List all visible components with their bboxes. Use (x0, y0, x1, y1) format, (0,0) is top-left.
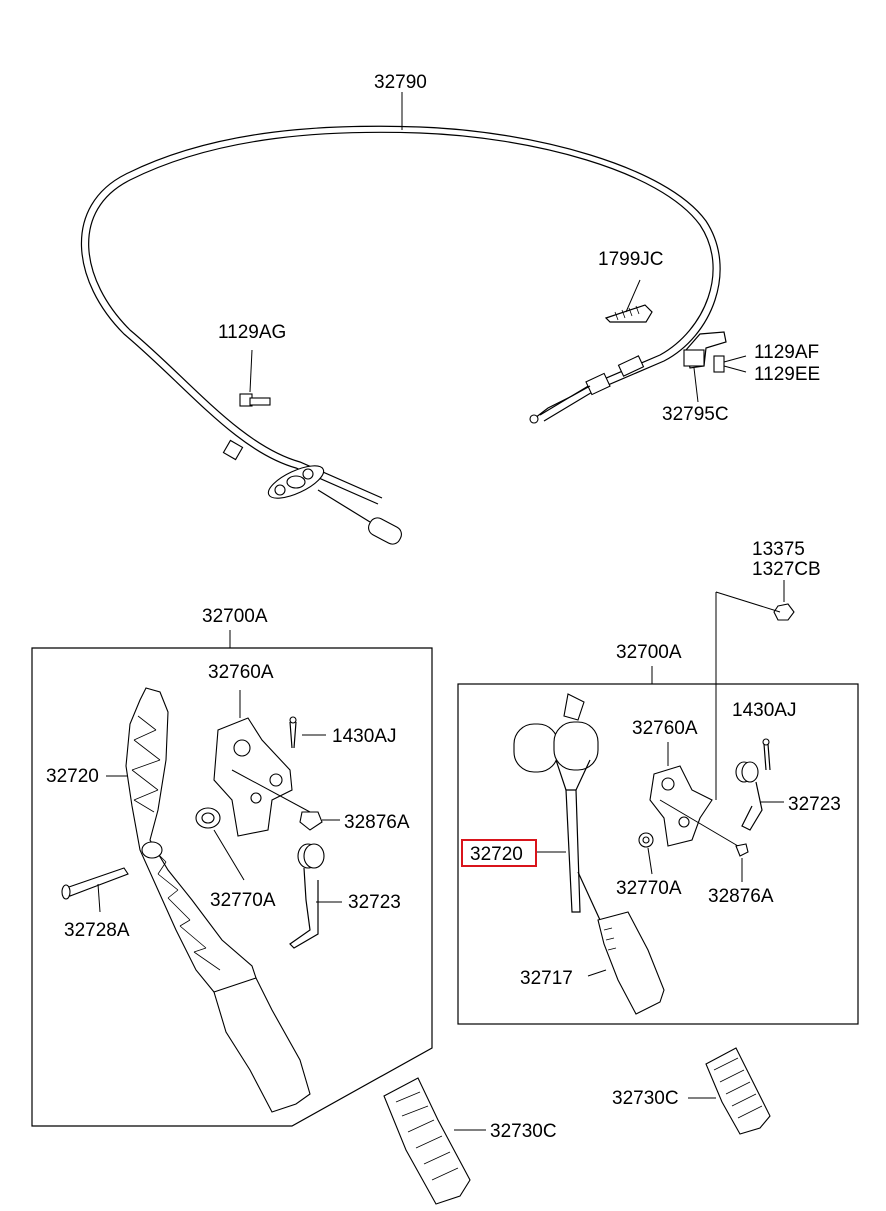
label-stopper-left: 32876A (344, 812, 410, 833)
label-cover-right: 32730C (612, 1088, 679, 1109)
label-bushing-left: 32770A (210, 890, 276, 911)
label-bushing-right: 32770A (616, 878, 682, 899)
label-pin-left: 1430AJ (332, 726, 396, 747)
label-bracket-clip: 1799JC (598, 249, 664, 270)
label-shaft-left: 32728A (64, 920, 130, 941)
bolt-left (239, 349, 271, 407)
accelerator-cable (80, 125, 721, 545)
nut (715, 591, 795, 800)
label-cable-bracket: 32795C (662, 404, 729, 425)
right-pedal-arm (513, 693, 601, 921)
label-pad-right: 32717 (520, 968, 573, 989)
part-labels: 32790 1799JC 1129AG 1129AF 1129EE 32795C… (46, 72, 841, 1142)
bushing-left (195, 807, 245, 881)
label-pedal-assy-right: 32700A (616, 642, 682, 663)
label-bolt-left: 1129AG (218, 322, 286, 343)
label-bracket-right: 32760A (632, 718, 698, 739)
label-pin-right: 1430AJ (732, 700, 796, 721)
right-bracket (649, 742, 739, 847)
label-arm-right: 32720 (470, 844, 523, 865)
label-bracket-left: 32760A (208, 662, 274, 683)
label-bolt-right-2: 1129EE (754, 364, 820, 385)
stopper-right (735, 843, 749, 882)
label-nut-1: 13375 (752, 539, 805, 560)
cable-clip (604, 279, 653, 323)
left-pedal-arm (125, 687, 311, 1113)
label-arm-left: 32720 (46, 766, 99, 787)
label-spring-right: 32723 (788, 794, 841, 815)
label-stopper-right: 32876A (708, 886, 774, 907)
left-assembly-frame (31, 630, 433, 1127)
pivot-shaft (61, 867, 129, 913)
pin-left (289, 716, 326, 749)
cable-bracket (683, 331, 747, 403)
left-bracket (213, 690, 311, 837)
stopper-left (299, 811, 340, 831)
label-cable-assy: 32790 (374, 72, 427, 93)
pin-right (762, 738, 771, 771)
spring-right (735, 761, 784, 831)
label-nut-2: 1327CB (752, 559, 821, 580)
left-pedal-cover (383, 1077, 486, 1205)
label-cover-left: 32730C (490, 1121, 557, 1142)
bushing-right (638, 832, 654, 875)
right-assembly-frame (457, 666, 859, 1025)
label-pedal-assy-left: 32700A (202, 606, 268, 627)
label-spring-left: 32723 (348, 892, 401, 913)
spring-left (289, 843, 342, 949)
highlight-box (461, 839, 537, 867)
right-pedal-pad (587, 911, 665, 1015)
label-bolt-right-1: 1129AF (754, 342, 819, 363)
right-pedal-cover (688, 1047, 771, 1135)
